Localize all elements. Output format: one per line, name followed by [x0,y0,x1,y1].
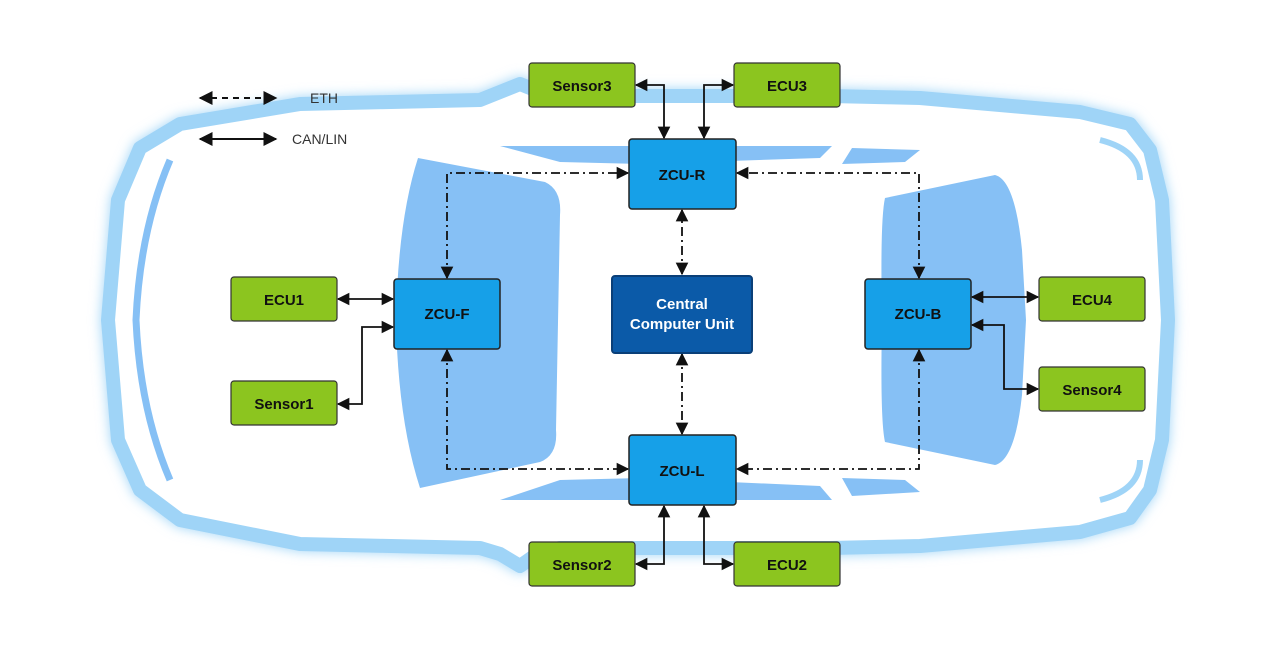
zcu-l-box[interactable]: ZCU-L [628,434,737,506]
legend-can-label: CAN/LIN [292,131,347,147]
window-side-top-rear [842,148,920,164]
zcu-f-label: ZCU-F [425,306,470,323]
sensor1-box[interactable]: Sensor1 [230,380,338,426]
central-label-line2: Computer Unit [630,316,734,333]
car-inner-line-front [132,158,174,482]
can-link-ecu3-zcur [697,78,735,140]
car-inner-line-rear-bottom [1099,459,1143,503]
can-link-sensor4-zcub [970,318,1040,396]
car-inner-line-rear [1099,137,1143,181]
ecu1-label: ECU1 [264,292,304,309]
ecu4-label: ECU4 [1072,292,1113,309]
sensor3-box[interactable]: Sensor3 [528,62,636,108]
eth-link-zcuf-zcul [440,348,630,476]
eth-link-zcub-zcul [735,348,926,476]
zcu-b-label: ZCU-B [895,306,942,323]
can-link-sensor2-zcul [634,504,671,571]
sensor3-label: Sensor3 [552,78,611,95]
ecu3-label: ECU3 [767,78,807,95]
ecu1-box[interactable]: ECU1 [230,276,338,322]
central-label-line1: Central [656,296,708,313]
central-computer-unit[interactable]: Central Computer Unit [611,275,753,354]
zcu-b-box[interactable]: ZCU-B [864,278,972,350]
legend: ETH CAN/LIN [198,90,347,147]
ecu4-box[interactable]: ECU4 [1038,276,1146,322]
can-link-sensor3-zcur [634,78,671,140]
can-links [336,78,1040,571]
can-link-ecu2-zcul [697,504,735,571]
zcu-l-label: ZCU-L [660,463,705,480]
sensor4-label: Sensor4 [1062,382,1122,399]
sensor4-box[interactable]: Sensor4 [1038,366,1146,412]
ecu2-label: ECU2 [767,557,807,574]
sensor2-box[interactable]: Sensor2 [528,541,636,587]
window-side-bottom-rear [842,478,920,496]
eth-links [440,166,926,476]
zcu-f-box[interactable]: ZCU-F [393,278,501,350]
legend-eth-label: ETH [310,90,338,106]
ecu3-box[interactable]: ECU3 [733,62,841,108]
sensor2-label: Sensor2 [552,557,611,574]
ecu2-box[interactable]: ECU2 [733,541,841,587]
zcu-r-label: ZCU-R [659,167,706,184]
sensor1-label: Sensor1 [254,396,313,413]
zcu-r-box[interactable]: ZCU-R [628,138,737,210]
can-link-sensor1-zcuf [336,320,395,411]
